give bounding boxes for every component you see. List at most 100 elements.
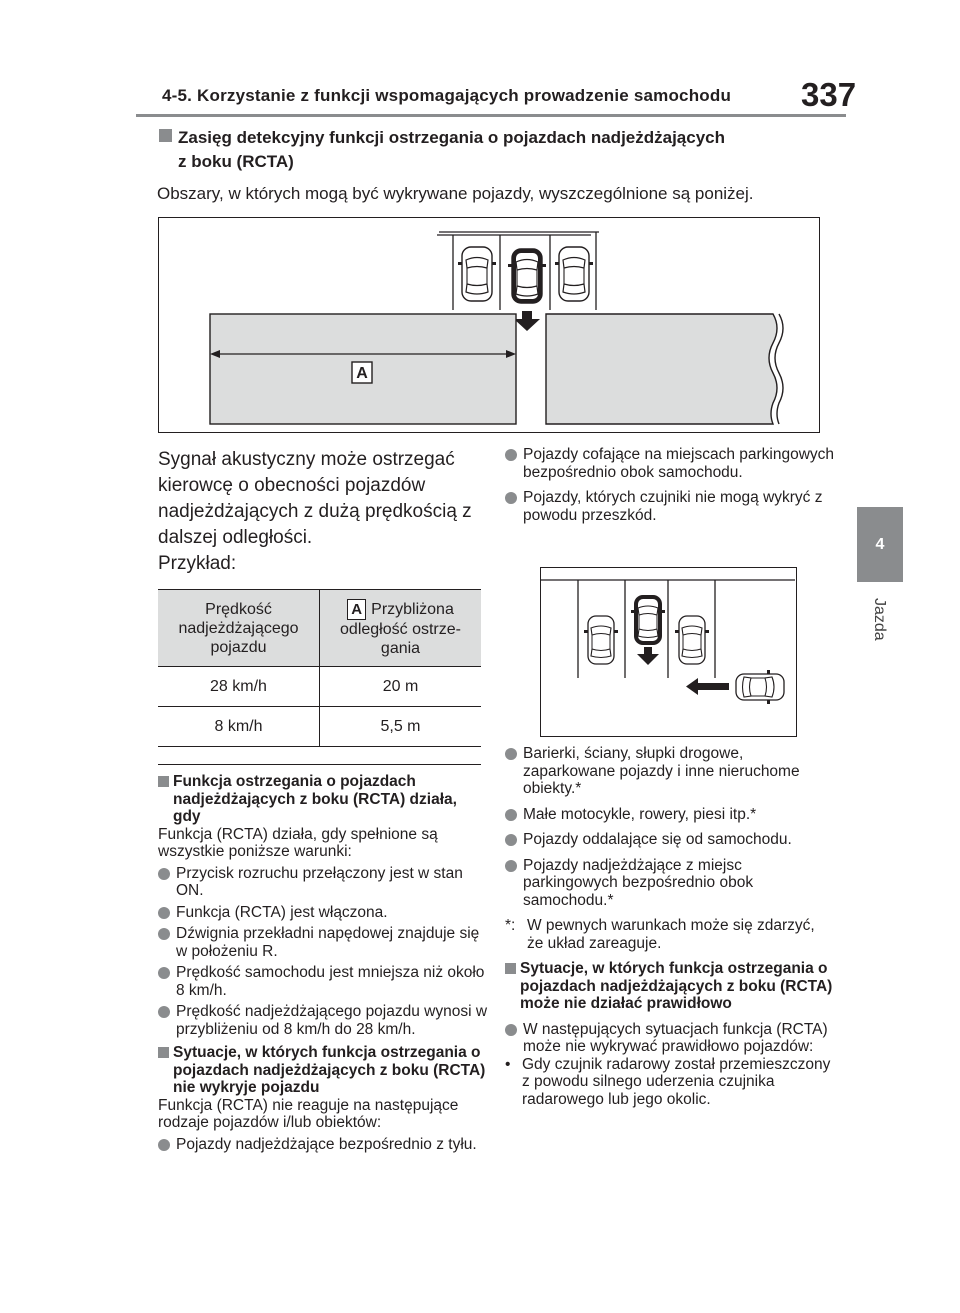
round-bullet-icon <box>505 808 517 821</box>
list-item-text: Pojazdy oddalające się od samochodu. <box>523 831 792 848</box>
sub-list-item: • Gdy czujnik radarowy został przemieszcz… <box>505 1056 835 1109</box>
own-car <box>630 595 666 645</box>
detection-range-figure: A <box>158 217 820 433</box>
approaching-car <box>735 669 785 705</box>
list-item: Przycisk rozruchu przełączony jest w sta… <box>158 865 488 900</box>
left-column: Funkcja ostrzegania o pojazdach nadjeżdż… <box>158 773 488 1153</box>
list-item: Prędkość samochodu jest mniejsza niż oko… <box>158 964 488 999</box>
round-bullet-icon <box>158 1006 170 1018</box>
list-item-text: Prędkość nadjeżdżającego pojazdu wynosi … <box>176 1003 488 1038</box>
parked-car-left <box>457 246 497 302</box>
round-bullet-icon <box>505 859 517 872</box>
section-separator <box>158 764 481 765</box>
may-not-work-heading-text: Sytuacje, w których funkcja ostrzegania … <box>520 960 833 1012</box>
square-bullet-icon <box>505 963 516 974</box>
list-item-text: Pojazdy cofające na miejscach parkingowy… <box>523 446 835 481</box>
table-header-distance-text: Przybliżona odległość ostrze- gania <box>340 600 461 657</box>
table-cell-distance: 20 m <box>319 666 481 707</box>
range-label-a: A <box>356 365 368 382</box>
list-item: W następujących sytuacjach funkcja (RCTA… <box>505 1021 835 1056</box>
square-bullet-icon <box>158 1047 169 1058</box>
list-item-text: Pojazdy, których czujniki nie mogą wykry… <box>523 489 823 524</box>
round-bullet-icon <box>158 867 170 880</box>
footnote-marker: *: <box>505 917 516 934</box>
square-bullet-icon <box>159 129 172 142</box>
round-bullet-icon <box>505 1023 517 1036</box>
table-header-speed: Prędkość nadjeżdżającego pojazdu <box>158 589 320 667</box>
chapter-number: 4 <box>875 535 885 553</box>
list-item: Pojazdy, których czujniki nie mogą wykry… <box>505 489 835 524</box>
rcta-operates-paragraph: Funkcja (RCTA) działa, gdy spełnione są … <box>158 825 438 861</box>
footnote-text: W pewnych warunkach może się zdarzyć, że… <box>527 917 815 952</box>
table-cell-speed: 28 km/h <box>158 666 320 707</box>
reverse-arrow-icon <box>637 647 659 665</box>
round-bullet-icon <box>505 834 517 846</box>
not-detected-heading: Sytuacje, w których funkcja ostrzegania … <box>158 1044 488 1097</box>
round-bullet-icon <box>505 748 517 760</box>
parked-car-right <box>674 615 710 665</box>
list-item-text: Pojazdy nadjeżdżające z miejsc parkingow… <box>523 856 754 909</box>
list-item-text: Dźwignia przekładni napędowej znajduje s… <box>176 925 480 960</box>
list-item: Pojazdy nadjeżdżające z miejsc parkingow… <box>505 857 835 910</box>
section-heading: Zasięg detekcyjny funkcji ostrzegania o … <box>159 126 839 174</box>
round-bullet-icon <box>158 967 170 979</box>
example-label: Przykład: <box>158 553 237 574</box>
chapter-tab: 4 <box>857 507 903 582</box>
range-label-a-badge: A <box>347 598 367 620</box>
parked-car-right <box>554 246 594 302</box>
list-item: Barierki, ściany, słupki drogowe, zapark… <box>505 745 835 798</box>
list-item-text: W następujących sytuacjach funkcja (RCTA… <box>523 1020 828 1056</box>
round-bullet-icon <box>505 492 517 504</box>
list-item-text: Przycisk rozruchu przełączony jest w sta… <box>176 864 463 900</box>
sub-bullet-marker: • <box>505 1055 511 1073</box>
round-bullet-icon <box>158 1138 170 1151</box>
round-bullet-icon <box>158 906 170 919</box>
page-number: 337 <box>801 76 857 113</box>
list-item-text: Małe motocykle, rowery, piesi itp.* <box>523 805 757 823</box>
approach-arrow-icon <box>686 678 729 695</box>
list-item: Pojazdy cofające na miejscach parkingowy… <box>505 446 835 481</box>
footnote: *: W pewnych warunkach może się zdarzyć, … <box>505 917 835 952</box>
list-item-text: Funkcja (RCTA) jest włączona. <box>176 903 388 921</box>
chapter-label: Jazda <box>864 598 894 678</box>
reverse-arrow-icon <box>514 311 540 331</box>
header-title: 4-5. Korzystanie z funkcji wspomagającyc… <box>162 86 732 105</box>
table-row: 28 km/h 20 m <box>158 666 481 707</box>
detection-range-diagram: A <box>209 231 784 425</box>
lead-paragraph: Sygnał akustyczny może ostrzegać kierowc… <box>158 449 472 548</box>
section-title-line1: Zasięg detekcyjny funkcji ostrzegania o … <box>178 128 726 147</box>
right-column-top: Pojazdy cofające na miejscach parkingowy… <box>505 446 835 524</box>
header-rule <box>136 114 846 117</box>
right-column-bottom: Barierki, ściany, słupki drogowe, zapark… <box>505 745 835 1108</box>
rcta-operates-heading: Funkcja ostrzegania o pojazdach nadjeżdż… <box>158 773 488 826</box>
list-item: Pojazdy oddalające się od samochodu. <box>505 831 835 849</box>
round-bullet-icon <box>505 449 517 461</box>
detection-area-right <box>545 313 778 425</box>
not-detected-paragraph: Funkcja (RCTA) nie reaguje na następując… <box>158 1096 459 1132</box>
list-item-text: Pojazdy nadjeżdżające bezpośrednio z tył… <box>176 1135 477 1153</box>
may-not-work-heading: Sytuacje, w których funkcja ostrzegania … <box>505 960 835 1013</box>
own-car <box>507 248 547 304</box>
table-cell-speed: 8 km/h <box>158 706 320 747</box>
list-item: Pojazdy nadjeżdżające bezpośrednio z tył… <box>158 1136 488 1154</box>
table-cell-distance: 5,5 m <box>319 706 481 747</box>
list-item-text: Barierki, ściany, słupki drogowe, zapark… <box>523 745 800 797</box>
table-row: 8 km/h 5,5 m <box>158 706 481 747</box>
square-bullet-icon <box>158 776 169 787</box>
list-item-text: Prędkość samochodu jest mniejsza niż oko… <box>176 964 485 999</box>
section-title-line2: z boku (RCTA) <box>178 152 294 171</box>
not-detected-heading-text: Sytuacje, w których funkcja ostrzegania … <box>173 1044 486 1096</box>
list-item: Dźwignia przekładni napędowej znajduje s… <box>158 925 488 960</box>
list-item: Małe motocykle, rowery, piesi itp.* <box>505 806 835 824</box>
list-item: Funkcja (RCTA) jest włączona. <box>158 904 488 922</box>
sub-list-item-text: Gdy czujnik radarowy został przemieszczo… <box>522 1055 831 1108</box>
rcta-operates-heading-text: Funkcja ostrzegania o pojazdach nadjeżdż… <box>173 773 457 825</box>
obstructed-sensor-diagram <box>541 579 795 705</box>
list-item: Prędkość nadjeżdżającego pojazdu wynosi … <box>158 1003 488 1038</box>
chapter-label-text: Jazda <box>871 598 888 641</box>
obstructed-sensor-figure <box>540 567 797 737</box>
section-intro: Obszary, w których mogą być wykrywane po… <box>157 184 754 203</box>
